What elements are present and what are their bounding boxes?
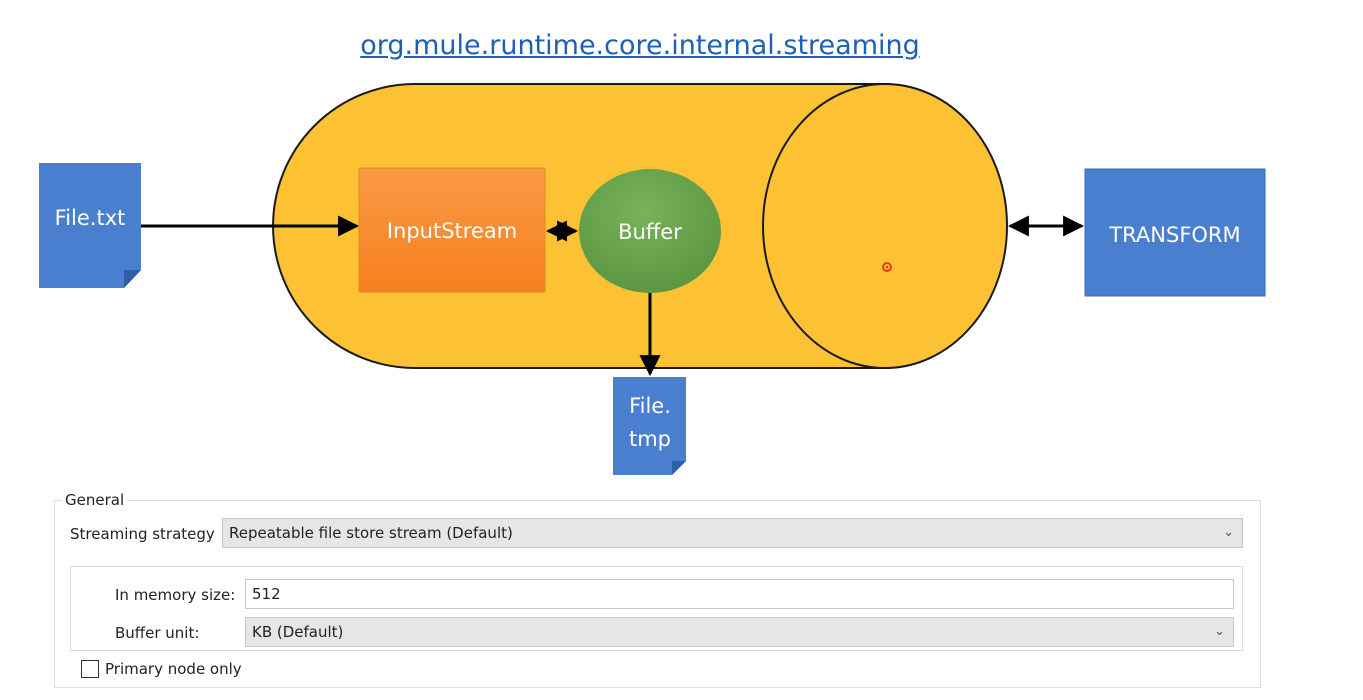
in-memory-size-value: 512 — [252, 585, 281, 603]
repeatable-stream-options — [70, 566, 1243, 651]
buffer-label: Buffer — [618, 220, 682, 244]
buffer-unit-label: Buffer unit: — [115, 624, 200, 642]
cylinder-end-cap — [762, 83, 1008, 369]
file-tmp-label-line1: File. — [629, 394, 671, 418]
file-tmp-document-icon — [613, 377, 686, 475]
streaming-strategy-label: Streaming strategy — [70, 525, 215, 543]
file-txt-document-icon — [39, 163, 141, 288]
transform-box — [1084, 168, 1266, 297]
cursor-indicator-icon — [882, 262, 892, 272]
inputstream-box — [358, 167, 546, 293]
in-memory-size-input[interactable]: 512 — [245, 579, 1234, 609]
inputstream-label: InputStream — [387, 219, 517, 243]
transform-label: TRANSFORM — [1108, 223, 1240, 247]
buffer-unit-value: KB (Default) — [252, 623, 344, 641]
chevron-down-icon: ⌄ — [1214, 624, 1225, 639]
chevron-down-icon: ⌄ — [1223, 525, 1234, 540]
file-txt-label: File.txt — [55, 206, 126, 230]
buffer-circle — [579, 169, 721, 293]
streaming-strategy-select[interactable]: Repeatable file store stream (Default) ⌄ — [222, 518, 1243, 548]
file-tmp-label-line2: tmp — [629, 427, 671, 451]
streaming-strategy-value: Repeatable file store stream (Default) — [229, 524, 513, 542]
in-memory-size-label: In memory size: — [115, 586, 236, 604]
buffer-unit-select[interactable]: KB (Default) ⌄ — [245, 617, 1234, 647]
diagram-title-link[interactable]: org.mule.runtime.core.internal.streaming — [360, 30, 920, 61]
streaming-diagram: File.txt InputStream Buffer File. tmp TR… — [39, 83, 1266, 475]
primary-node-only-label[interactable]: Primary node only — [105, 660, 242, 678]
general-group-label: General — [62, 491, 128, 509]
general-group — [54, 500, 1261, 688]
primary-node-only-checkbox[interactable] — [81, 660, 99, 678]
